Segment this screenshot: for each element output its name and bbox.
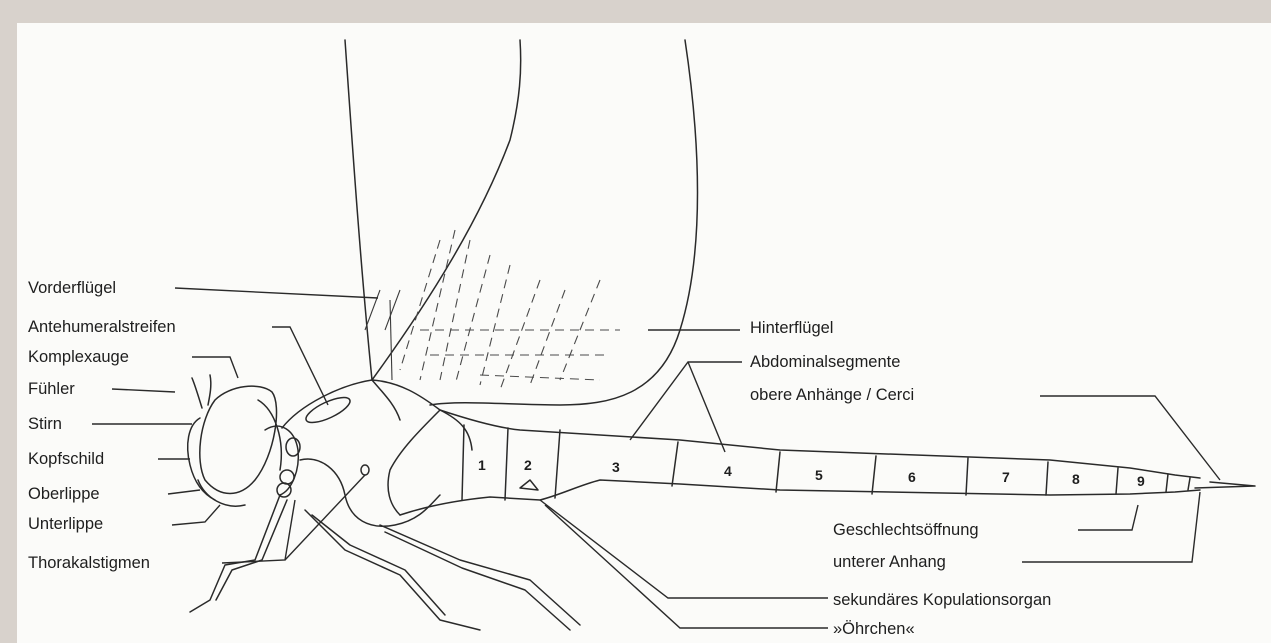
leader-fuehler — [112, 389, 175, 392]
leader-thorakalstigmen-2 — [285, 475, 365, 560]
leader-thorakalstigmen-1 — [222, 500, 295, 563]
label-kopfschild: Kopfschild — [28, 450, 104, 468]
segment-2-label: 2 — [524, 457, 532, 473]
label-kopulationsorgan: sekundäres Kopulationsorgan — [833, 591, 1051, 609]
label-vorderfluegel: Vorderflügel — [28, 279, 116, 297]
segment-3-label: 3 — [612, 459, 620, 475]
label-oehrchen: »Öhrchen« — [833, 620, 915, 638]
leader-abdominalsegmente-2 — [688, 362, 725, 452]
right-labels: Hinterflügel Abdominalsegmente obere Anh… — [540, 319, 1220, 638]
label-komplexauge: Komplexauge — [28, 348, 129, 366]
leader-kopulationsorgan — [540, 500, 828, 598]
label-antehumeralstreifen: Antehumeralstreifen — [28, 318, 176, 336]
segment-numbers: 1 2 3 4 5 6 7 8 9 — [478, 457, 1145, 489]
label-unterlippe: Unterlippe — [28, 515, 103, 533]
segment-6-label: 6 — [908, 469, 916, 485]
legs — [190, 495, 580, 630]
label-oberlippe: Oberlippe — [28, 485, 100, 503]
label-abdominalsegmente: Abdominalsegmente — [750, 353, 900, 371]
segment-4-label: 4 — [724, 463, 732, 479]
leader-vorderfluegel — [175, 288, 378, 298]
label-cerci: obere Anhänge / Cerci — [750, 386, 914, 404]
leader-komplexauge — [192, 357, 238, 378]
label-fuehler: Fühler — [28, 380, 75, 398]
label-unterer-anhang: unterer Anhang — [833, 553, 946, 571]
label-thorakalstigmen: Thorakalstigmen — [28, 554, 150, 572]
leader-unterer-anhang — [1022, 492, 1200, 562]
segment-8-label: 8 — [1072, 471, 1080, 487]
leader-geschlechtsoeffnung — [1078, 505, 1138, 530]
leader-abdominalsegmente-1 — [630, 362, 742, 440]
leader-oberlippe — [168, 490, 200, 494]
label-geschlechtsoeffnung: Geschlechtsöffnung — [833, 521, 979, 539]
label-stirn: Stirn — [28, 415, 62, 433]
head — [188, 375, 282, 506]
leader-antehumeralstreifen — [272, 327, 328, 405]
leader-oehrchen — [545, 505, 828, 628]
hindwing — [400, 40, 698, 405]
segment-5-label: 5 — [815, 467, 823, 483]
label-hinterfluegel: Hinterflügel — [750, 319, 833, 337]
segment-9-label: 9 — [1137, 473, 1145, 489]
leader-unterlippe — [172, 505, 220, 525]
segment-7-label: 7 — [1002, 469, 1010, 485]
segment-1-label: 1 — [478, 457, 486, 473]
